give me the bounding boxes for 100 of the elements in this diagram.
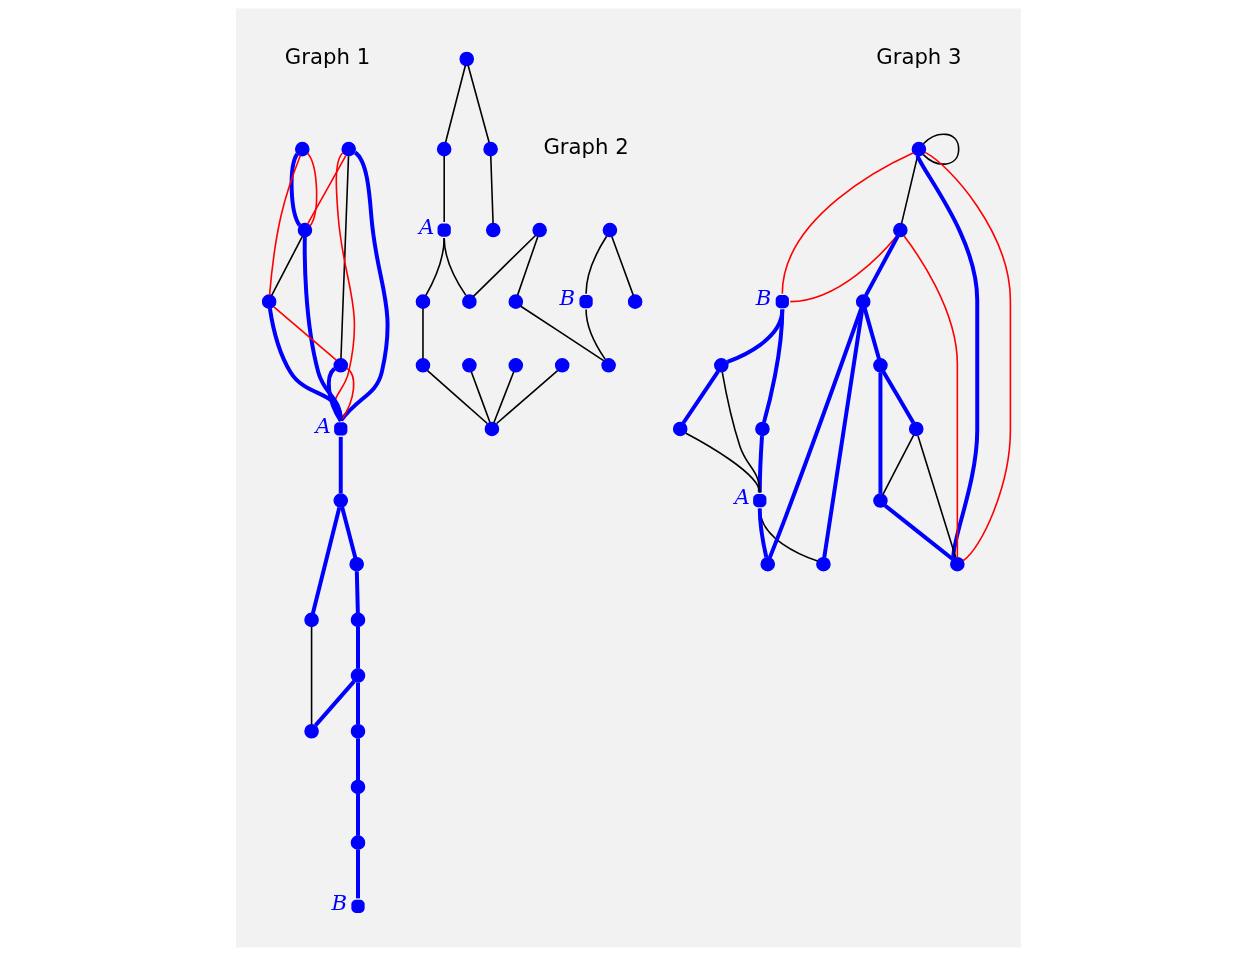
- node-circle: [297, 222, 312, 238]
- node-circle: [554, 358, 569, 373]
- node-circle: [303, 723, 319, 739]
- node-label: B: [559, 285, 575, 311]
- node-circle: [908, 421, 924, 437]
- connector: [355, 626, 360, 669]
- connector: [326, 367, 342, 422]
- connector: [306, 152, 317, 227]
- node-circle: [437, 223, 451, 237]
- connector: [883, 503, 954, 561]
- connector: [916, 435, 956, 559]
- node-circle: [775, 295, 789, 309]
- connector: [788, 235, 897, 303]
- connector: [684, 432, 761, 494]
- connector: [355, 793, 360, 836]
- connector: [302, 236, 343, 422]
- node-circle: [911, 141, 926, 157]
- node-circle: [892, 222, 908, 238]
- connector: [355, 738, 360, 781]
- node-circle: [340, 141, 356, 157]
- connector: [444, 64, 466, 144]
- connector: [781, 152, 914, 295]
- connector: [306, 154, 347, 225]
- node-circle: [672, 421, 687, 437]
- node-circle: [482, 141, 498, 157]
- connector: [862, 307, 881, 360]
- connector: [863, 235, 899, 297]
- node-circle: [949, 556, 965, 572]
- node-circle: [531, 222, 547, 238]
- connector: [338, 436, 343, 494]
- node-circle: [752, 493, 766, 508]
- node-circle: [415, 294, 430, 309]
- connector: [489, 155, 494, 224]
- node-circle: [303, 612, 319, 628]
- connector: [466, 64, 490, 144]
- node-circle: [350, 835, 365, 850]
- connector: [268, 155, 301, 296]
- connector: [354, 571, 360, 614]
- connector: [922, 133, 959, 165]
- node-circle: [627, 294, 642, 309]
- connector: [442, 155, 445, 223]
- node-circle: [754, 421, 770, 437]
- connector: [339, 155, 349, 360]
- connector: [424, 237, 445, 297]
- connector: [442, 237, 467, 297]
- connector: [310, 507, 341, 614]
- node-circle: [815, 556, 831, 572]
- node-label: A: [315, 412, 331, 438]
- connector: [310, 626, 312, 726]
- connector: [267, 308, 343, 422]
- connector: [757, 508, 768, 558]
- node-circle: [855, 294, 870, 309]
- node-circle: [332, 493, 348, 508]
- node-label: A: [734, 484, 750, 510]
- connector: [902, 235, 958, 559]
- node-circle: [602, 222, 617, 238]
- connector: [915, 154, 979, 559]
- node-circle: [713, 358, 729, 373]
- connector: [355, 682, 360, 725]
- connector: [584, 235, 607, 295]
- connector: [355, 849, 360, 899]
- connector: [757, 435, 764, 493]
- node-circle: [350, 899, 365, 913]
- connector: [421, 307, 424, 360]
- node-circle: [872, 358, 888, 373]
- connector: [584, 308, 606, 360]
- node-label: B: [330, 890, 347, 916]
- node-circle: [332, 358, 348, 373]
- connector: [877, 372, 882, 494]
- node-circle: [485, 222, 501, 238]
- connector: [758, 507, 818, 562]
- connector: [272, 306, 337, 361]
- node-circle: [350, 779, 365, 795]
- connector: [470, 371, 491, 424]
- connector: [881, 434, 914, 496]
- connector: [923, 151, 1011, 562]
- node-circle: [350, 612, 365, 628]
- connector: [720, 371, 761, 494]
- connector: [492, 371, 515, 424]
- node-circle: [872, 493, 888, 508]
- node-circle: [759, 556, 775, 572]
- node-circle: [600, 358, 616, 373]
- label: Graph 3: [875, 44, 962, 70]
- connector: [313, 680, 356, 727]
- connector: [339, 506, 357, 559]
- node-circle: [484, 421, 499, 437]
- connector: [270, 235, 303, 297]
- connector: [339, 151, 389, 422]
- connector: [426, 369, 488, 425]
- node-circle: [350, 723, 365, 739]
- connector: [821, 308, 864, 558]
- node-circle: [461, 358, 477, 373]
- connector: [495, 369, 558, 425]
- connector: [610, 235, 634, 296]
- node-circle: [261, 294, 276, 309]
- node-label: A: [418, 213, 434, 239]
- connector: [726, 309, 784, 364]
- node-circle: [508, 294, 523, 309]
- node-circle: [350, 668, 365, 683]
- connector: [289, 152, 301, 227]
